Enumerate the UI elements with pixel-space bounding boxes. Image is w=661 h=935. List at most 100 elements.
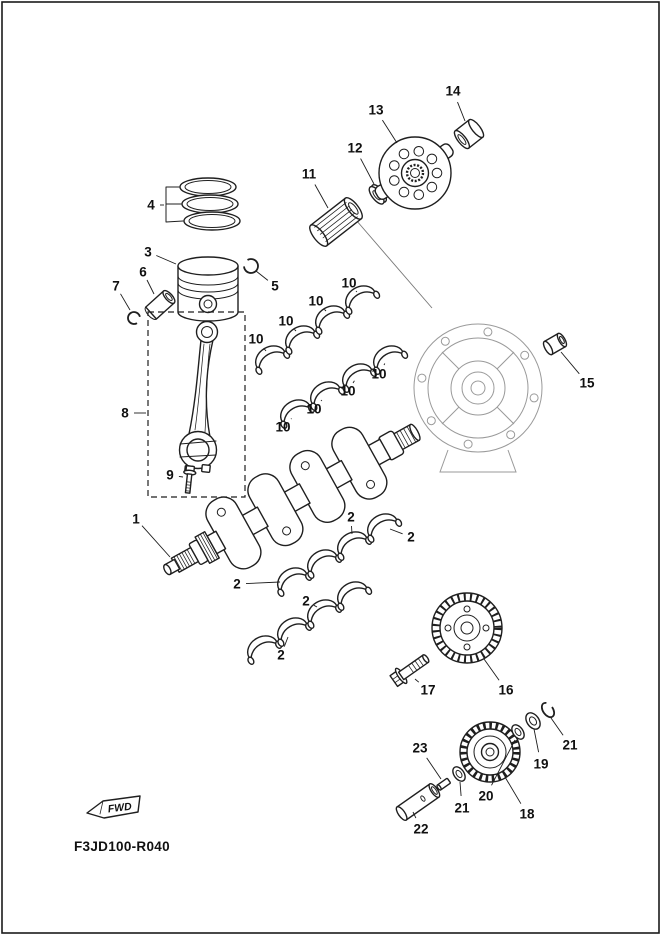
part-number-10: 10 [275, 420, 290, 435]
leader-line [314, 184, 329, 209]
driven-gear [459, 721, 521, 783]
leader-line [146, 279, 155, 295]
bearing-plug [542, 332, 568, 356]
part-number-5: 5 [271, 279, 279, 294]
piston-pin [144, 289, 176, 320]
leader-line [290, 418, 292, 420]
damper-cap [453, 118, 485, 150]
drive-coupler [309, 197, 363, 247]
part-number-12: 12 [347, 141, 362, 156]
part-number-19: 19 [533, 757, 548, 772]
part-number-2: 2 [407, 530, 415, 545]
drive-coupling-plate [374, 136, 454, 210]
part-number-18: 18 [519, 807, 535, 822]
leader-line [560, 351, 580, 375]
part-number-6: 6 [139, 265, 147, 280]
gear-shaft [395, 783, 441, 821]
part-number-23: 23 [412, 741, 428, 756]
part-number-8: 8 [121, 406, 129, 421]
piston-ring-set [165, 177, 241, 231]
part-number-10: 10 [371, 367, 386, 382]
rod-bolt [183, 465, 197, 494]
leader-line [263, 347, 267, 352]
part-number-2: 2 [277, 648, 285, 663]
leader-line [355, 290, 358, 293]
leader-line [178, 475, 184, 478]
leader-line [383, 363, 386, 366]
dowel-pin [436, 777, 451, 791]
leader-line [360, 158, 375, 185]
piston-pin-circlip [243, 258, 259, 274]
part-number-16: 16 [498, 683, 514, 698]
leader-line [352, 380, 355, 384]
leader-line [459, 781, 462, 797]
leader-line [412, 811, 417, 819]
leader-line [245, 581, 281, 585]
leader-line [156, 255, 177, 265]
lower-bearing-shells [239, 506, 404, 667]
part-number-20: 20 [478, 789, 493, 804]
part-number-10: 10 [341, 276, 356, 291]
part-number-14: 14 [445, 84, 461, 99]
part-number-2: 2 [302, 594, 310, 609]
leader-line [313, 604, 318, 608]
part-number-3: 3 [144, 245, 152, 260]
part-number-10: 10 [248, 332, 263, 347]
washer [525, 712, 541, 730]
connecting-rod-group-box [147, 311, 246, 498]
part-number-4: 4 [147, 198, 155, 213]
crankcase-ghost [413, 323, 543, 473]
part-number-15: 15 [579, 376, 595, 391]
leader-line [491, 739, 516, 786]
part-number-1: 1 [132, 512, 140, 527]
assembly-axis-line [355, 219, 433, 309]
leader-line [294, 329, 297, 332]
leader-line [141, 525, 171, 558]
part-number-2: 2 [233, 577, 241, 592]
leader-line [550, 717, 564, 736]
connecting-rod [178, 320, 219, 474]
leader-line [320, 399, 323, 402]
leader-line [414, 678, 420, 683]
washer [511, 724, 525, 740]
leader-line [533, 728, 540, 753]
leader-line [504, 776, 522, 804]
leader-line [351, 525, 353, 535]
part-number-2: 2 [347, 510, 355, 525]
bearing-shell [269, 560, 314, 599]
part-number-10: 10 [308, 294, 323, 309]
crank-damper [431, 592, 503, 664]
fwd-label: FWD [107, 801, 133, 816]
part-number-13: 13 [368, 103, 384, 118]
upper-bearing-shells [247, 278, 410, 431]
damper-bolt [389, 654, 430, 688]
leader-line [120, 293, 131, 311]
part-number-7: 7 [112, 279, 120, 294]
thrust-washer [452, 766, 466, 782]
leader-line [283, 636, 289, 647]
piston [177, 256, 239, 322]
leader-line [255, 270, 269, 281]
leader-line [426, 757, 442, 780]
circlip [540, 701, 556, 719]
ring-set-bracket [165, 186, 184, 223]
diagram-code: F3JD100-R040 [74, 839, 170, 854]
part-number-10: 10 [278, 314, 293, 329]
part-number-17: 17 [420, 683, 435, 698]
leader-line [382, 119, 398, 144]
fwd-flag: FWD [86, 795, 141, 819]
part-number-11: 11 [302, 167, 317, 182]
pin-circlip [127, 311, 141, 325]
leader-line [483, 658, 500, 681]
part-number-22: 22 [413, 822, 428, 837]
part-number-10: 10 [306, 402, 321, 417]
leader-line [324, 309, 327, 312]
part-number-21: 21 [562, 738, 578, 753]
leader-line [457, 101, 466, 122]
leader-line [389, 528, 403, 535]
part-number-9: 9 [166, 468, 174, 483]
